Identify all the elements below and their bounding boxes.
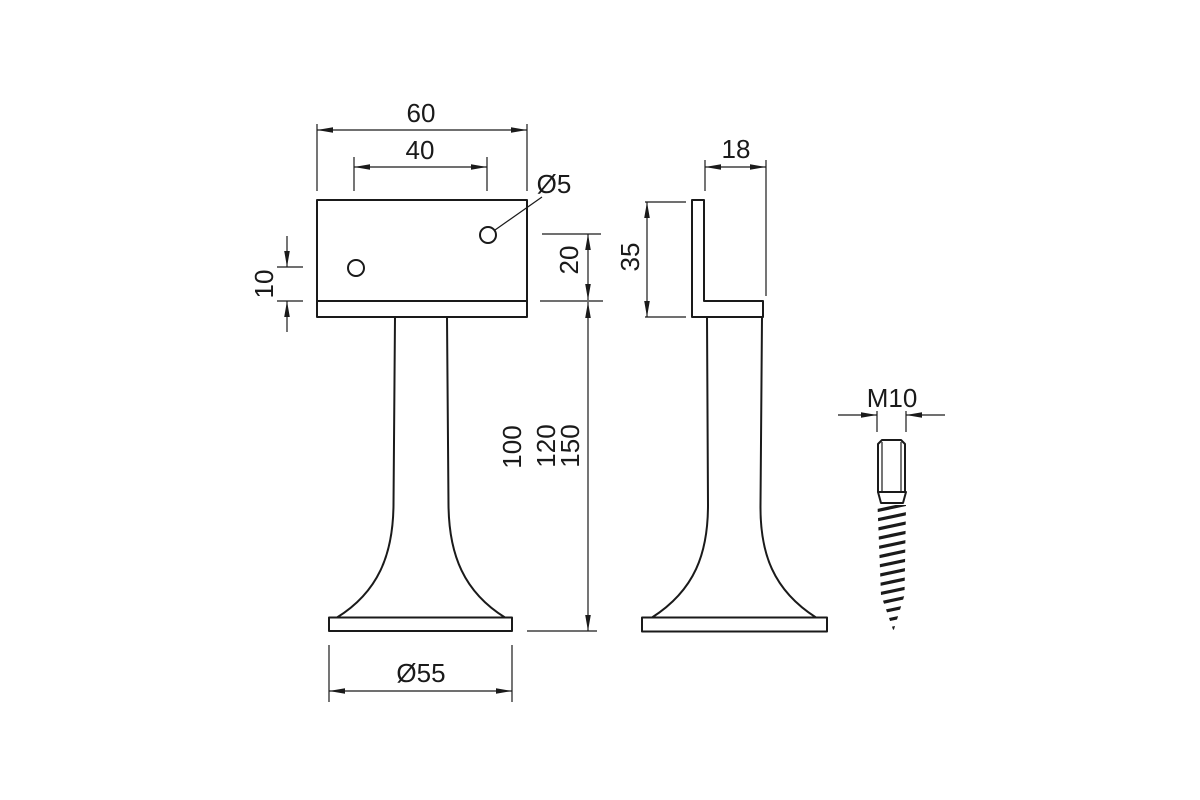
bolt-wood-thread <box>877 505 906 631</box>
front-view-dimensions: 60 40 Ø5 10 20 100 120 150 Ø55 <box>249 98 603 702</box>
extension-lines-bolt <box>876 411 907 432</box>
hole-diameter-label: Ø5 <box>537 169 572 199</box>
extension-lines-front <box>277 124 603 702</box>
hole-spacing-label: 40 <box>406 135 435 165</box>
pedestal-stem-left-edge <box>336 316 396 619</box>
height-variant-100-label: 100 <box>497 425 527 468</box>
hanger-bolt-dimension: M10 <box>838 383 945 432</box>
plate-width-label: 60 <box>407 98 436 128</box>
dimension-lines-side <box>646 166 766 317</box>
mounting-plate-front <box>316 199 528 318</box>
height-variant-120-label: 120 <box>531 424 561 467</box>
thread-size-label: M10 <box>867 383 918 413</box>
extension-lines-side <box>645 160 767 318</box>
side-view-dimensions: 18 35 <box>615 134 767 318</box>
side-view <box>641 199 828 633</box>
pedestal-stem-side-right-edge <box>759 316 817 619</box>
pedestal-stem-side-left-edge <box>651 316 709 619</box>
height-variant-150-label: 150 <box>555 424 585 467</box>
bolt-neck-collar <box>877 491 907 504</box>
fixing-hole-upper-right <box>479 226 497 244</box>
arrowheads-bolt <box>861 412 922 418</box>
base-disc-side <box>641 616 828 633</box>
hanger-bolt <box>877 439 907 631</box>
l-profile-plate-side <box>691 199 764 318</box>
fixing-hole-lower-left <box>347 259 365 277</box>
hole-offset-small-label: 10 <box>249 270 279 299</box>
base-diameter-label: Ø55 <box>396 658 445 688</box>
front-view <box>316 199 528 632</box>
hole-offset-large-label: 20 <box>554 246 584 275</box>
bolt-thread-core-lines <box>881 442 902 492</box>
depth-label: 18 <box>722 134 751 164</box>
plate-height-label: 35 <box>615 243 645 272</box>
hole-diameter-leader <box>494 196 543 231</box>
pedestal-stem-right-edge <box>446 316 506 619</box>
wood-thread-stripes <box>877 505 906 631</box>
base-disc-front <box>328 616 513 632</box>
